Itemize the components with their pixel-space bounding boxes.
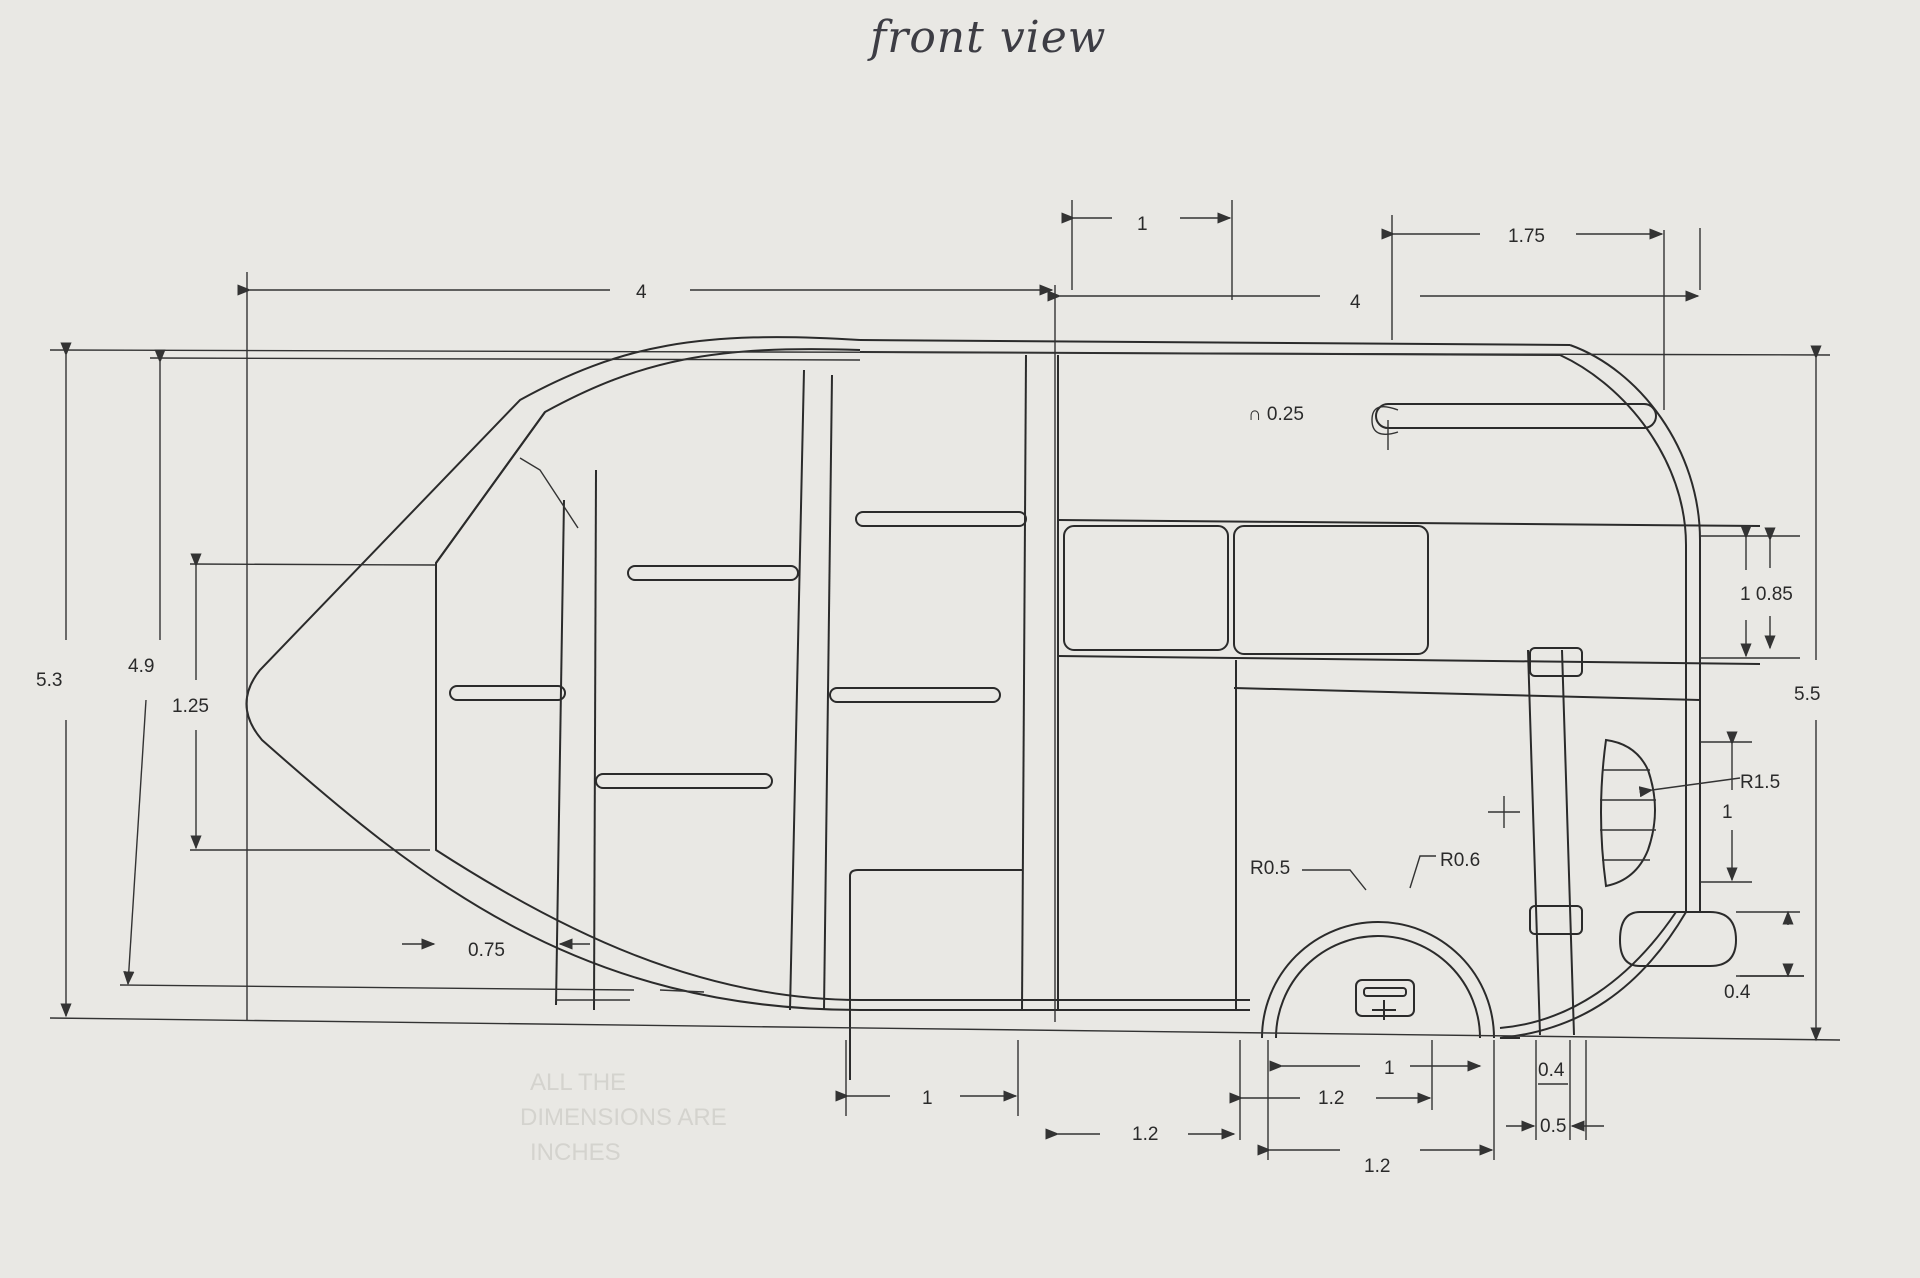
- dim-radius-0-6: R0.6: [1440, 850, 1480, 871]
- dim-bottom-1-left: 1: [922, 1088, 933, 1109]
- dimension-labels: 4 4 1 1.75 ∩ 0.25 5.3 4.9 1.25 1 0.85 5.…: [36, 214, 1820, 1177]
- dim-top-4-right: 4: [1350, 292, 1361, 313]
- dim-height-5-5: 5.5: [1794, 684, 1820, 705]
- slots: [449, 403, 1657, 1080]
- faint-text-3: INCHES: [530, 1139, 621, 1166]
- dim-width-0-75: 0.75: [468, 940, 505, 961]
- dim-top-4-left: 4: [636, 282, 647, 303]
- dim-height-1-25: 1.25: [172, 696, 209, 717]
- dim-bottom-1-2-a: 1.2: [1132, 1124, 1158, 1145]
- dim-radius-1-5: R1.5: [1740, 772, 1780, 793]
- vertical-slot: [1488, 647, 1583, 1036]
- dimension-lines: [49, 200, 1841, 1160]
- dim-height-4-9: 4.9: [128, 656, 154, 677]
- dim-height-5-3: 5.3: [36, 670, 62, 691]
- dim-radius-0-25: ∩ 0.25: [1248, 404, 1304, 425]
- vertical-members: [555, 354, 1237, 1011]
- dim-bottom-1-2-c: 1.2: [1364, 1156, 1390, 1177]
- dim-bottom-1-2-b: 1.2: [1318, 1088, 1344, 1109]
- faint-text-1: ALL THE: [530, 1069, 626, 1096]
- arch-feature: [1261, 921, 1495, 1039]
- drawing-title: front view: [870, 12, 1107, 63]
- dim-bottom-0-4: 0.4: [1538, 1060, 1565, 1081]
- dim-top-1-75: 1.75: [1508, 226, 1545, 247]
- grille-feature: [1600, 738, 1656, 888]
- center-boxes: [1057, 519, 1761, 701]
- dim-top-1: 1: [1137, 214, 1148, 235]
- dim-bottom-0-5: 0.5: [1540, 1116, 1566, 1137]
- faint-text-2: DIMENSIONS ARE: [520, 1104, 727, 1131]
- dim-bottom-1-mid: 1: [1384, 1058, 1395, 1079]
- bumper-feature: [1618, 911, 1738, 967]
- dim-width-0-4-right: 0.4: [1724, 982, 1751, 1003]
- dim-radius-0-5: R0.5: [1250, 858, 1290, 879]
- dim-height-1-0-85: 1 0.85: [1740, 584, 1793, 605]
- dim-right-1: 1: [1722, 802, 1733, 823]
